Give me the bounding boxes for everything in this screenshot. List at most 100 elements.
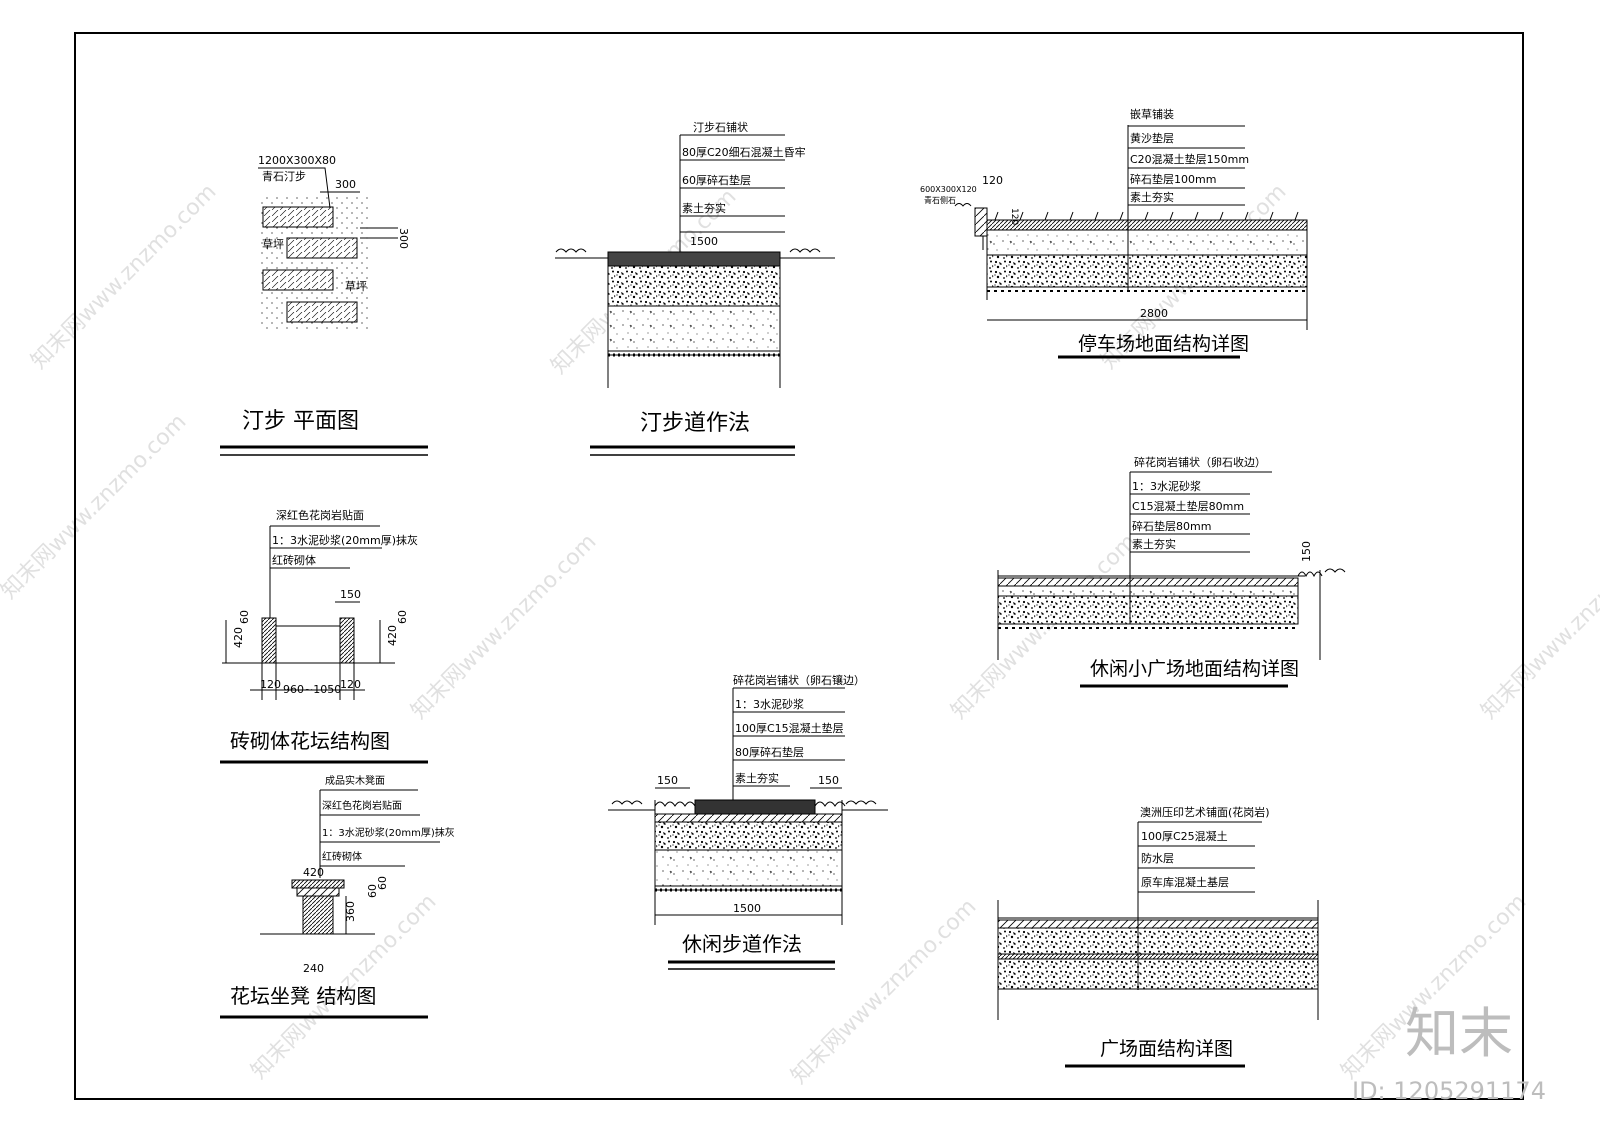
dim-right-cap: 60: [396, 610, 409, 624]
stone-layer: [607, 251, 781, 267]
leader-lines: [1138, 821, 1262, 893]
dim-line: [225, 620, 381, 663]
grass-symbol: [555, 248, 821, 253]
stepping-plan-title: 汀步 平面图: [242, 409, 359, 434]
leisure-path-detail: 碎花岗岩铺状（卵石镶边） 1：3水泥砂浆 100厚C15混凝土垫层 80厚碎石垫…: [608, 673, 888, 970]
dim-base: 240: [303, 962, 324, 975]
layer-label: 60厚碎石垫层: [682, 173, 751, 187]
imprint-paving-layer: [997, 919, 1319, 929]
layer-label: 1：3水泥砂浆(20mm厚)抹灰: [322, 826, 455, 839]
watermark: 知末网www.znzmo.com: [0, 409, 191, 604]
grass-symbol: [954, 203, 972, 207]
bench-detail: 成品实木凳面 深红色花岗岩贴面 1：3水泥砂浆(20mm厚)抹灰 红砖砌体 42…: [220, 774, 455, 1019]
layer-label: 防水层: [1141, 851, 1174, 865]
stepping-path-detail: 汀步石铺状 80厚C20细石混凝土昏牢 60厚碎石垫层 素土夯实 1500 汀步…: [555, 120, 835, 456]
layer-label: 100厚C15混凝土垫层: [735, 721, 844, 735]
dim-line: [360, 227, 398, 239]
stepping-path-title: 汀步道作法: [640, 411, 750, 436]
extension-line: [997, 900, 1319, 1020]
planter-detail: 深红色花岗岩贴面 1：3水泥砂浆(20mm厚)抹灰 红砖砌体 150 420 6…: [220, 508, 428, 764]
parking-title: 停车场地面结构详图: [1078, 333, 1249, 355]
layer-label: 1：3水泥砂浆(20mm厚)抹灰: [272, 533, 418, 547]
granite-layer: [997, 577, 1299, 587]
dim-wall-right: 120: [340, 678, 361, 691]
concrete-layer: [997, 927, 1319, 955]
watermark: 知末网www.znzmo.com: [27, 179, 222, 374]
dim-top: 420: [303, 866, 324, 879]
mortar-layer: [997, 585, 1299, 597]
waterproof-layer: [997, 953, 1319, 960]
bench-title: 花坛坐凳 结构图: [230, 984, 376, 1008]
stepping-stone: [286, 237, 358, 259]
pebble-edge: [654, 801, 846, 807]
dim-height: 360: [344, 901, 357, 922]
layer-label: 素土夯实: [682, 201, 726, 215]
leader-line: [258, 167, 331, 209]
gravel-bed-layer: [607, 305, 781, 352]
leisure-path-title: 休闲步道作法: [682, 932, 802, 956]
leader-lines: [680, 134, 785, 233]
dim-span: 960~1050: [283, 683, 341, 696]
pebble-edge: [1297, 568, 1346, 578]
concrete-layer: [654, 821, 843, 851]
id-label: ID: 1205291174: [1352, 1077, 1546, 1105]
leader-lines: [733, 687, 845, 787]
extension-line: [654, 800, 843, 925]
layer-label: 红砖砌体: [272, 553, 316, 567]
garage-base-layer: [997, 958, 1319, 990]
dim-cap-a: 60: [366, 884, 379, 898]
concrete-gravel-layer: [607, 265, 781, 307]
extension-line: [607, 252, 781, 388]
watermark: 知末网www.znzmo.com: [407, 529, 602, 724]
granite-layer: [694, 799, 816, 815]
layer-label: 深红色花岗岩贴面: [276, 508, 364, 522]
stepping-stone: [262, 269, 334, 291]
dim-cap-b: 60: [376, 876, 389, 890]
leader-lines: [320, 789, 440, 867]
leader-lines: [1130, 471, 1272, 553]
stepping-stone: [286, 301, 358, 323]
dim-left-height: 420: [232, 627, 245, 648]
layer-label: 澳洲压印艺术铺面(花岗岩): [1140, 805, 1270, 819]
layer-label: 黄沙垫层: [1130, 131, 1174, 145]
bench-pier: [302, 895, 334, 935]
extension-line: [986, 220, 1308, 330]
layer-label: 80厚C20细石混凝土昏牢: [682, 145, 806, 159]
layer-label: 1：3水泥砂浆: [735, 697, 804, 711]
leader-lines: [1128, 125, 1245, 206]
dim-width: 1500: [690, 235, 718, 248]
layer-label: C20混凝土垫层150mm: [1130, 152, 1249, 166]
planter-title: 砖砌体花坛结构图: [230, 729, 390, 753]
layer-label: 深红色花岗岩贴面: [322, 799, 402, 812]
layer-label: 1：3水泥砂浆: [1132, 479, 1201, 493]
gravel-layer: [986, 254, 1308, 288]
dim-left-cap: 60: [238, 610, 251, 624]
dim-left: 150: [657, 774, 678, 787]
layer-label: 素土夯实: [1130, 190, 1174, 204]
sand-concrete-layer: [986, 229, 1308, 256]
watermark: 知末网www.znzmo.com: [947, 529, 1142, 724]
extension-line: [997, 570, 1321, 660]
layer-label: 100厚C25混凝土: [1141, 829, 1228, 843]
brick-wall-right: [339, 617, 355, 664]
stone-type-label: 青石汀步: [262, 170, 306, 183]
leader-lines: [270, 525, 382, 569]
layer-label: 成品实木凳面: [325, 774, 385, 787]
layer-label: 红砖砌体: [322, 850, 362, 863]
brick-wall-left: [261, 617, 277, 664]
layer-label: 碎花岗岩铺状（卵石镶边）: [733, 673, 865, 687]
grass-symbol: [611, 800, 877, 805]
layer-label: 素土夯实: [1132, 537, 1176, 551]
layer-label: 原车库混凝土基层: [1141, 875, 1229, 889]
grass-blades: [994, 211, 1299, 221]
dim-wall-left: 120: [260, 678, 281, 691]
stepping-stone: [262, 206, 334, 228]
dim-width: 1500: [733, 902, 761, 915]
gravel-bed-layer: [654, 849, 843, 887]
curb-type-label: 青石侧石: [924, 195, 956, 205]
ground-line: [608, 809, 888, 891]
watermark: 知末网www.znzmo.com: [787, 894, 982, 1089]
gravel-layer: [997, 595, 1299, 625]
dim-curb-vertical: 120: [1009, 208, 1019, 225]
